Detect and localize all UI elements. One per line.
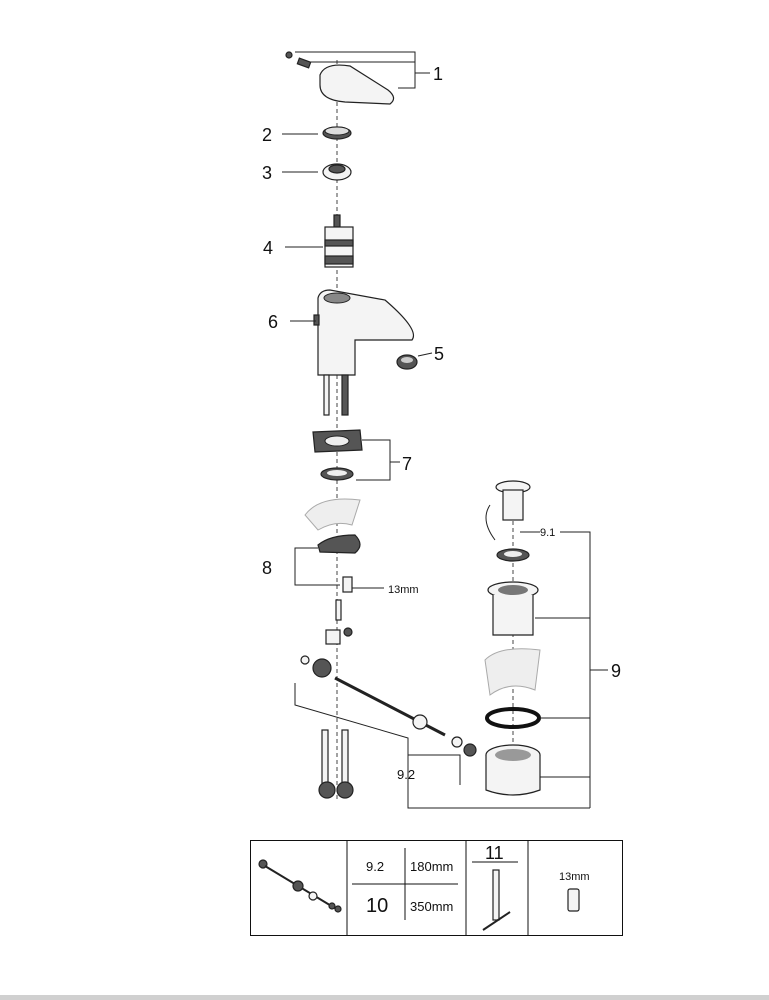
part-5-aerator[interactable]: 5	[396, 344, 444, 370]
label-7: 7	[402, 454, 412, 474]
label-9-1: 9.1	[540, 527, 555, 539]
table-row2-length: 350mm	[410, 899, 453, 914]
popup-rod-thumbnail	[258, 859, 342, 913]
label-8: 8	[262, 558, 272, 578]
socket-wrench-tool-icon	[482, 869, 511, 931]
label-9-2: 9.2	[397, 767, 415, 782]
label-2: 2	[262, 125, 272, 145]
part-6-faucet-body[interactable]: 6	[268, 289, 414, 416]
table-row1-length: 180mm	[410, 859, 453, 874]
socket-icon	[567, 888, 580, 912]
part-4-cartridge[interactable]: 4	[263, 214, 354, 268]
part-9-drain-assembly[interactable]: 9.1 9	[484, 480, 621, 808]
part-1-handle[interactable]: 1	[285, 51, 443, 105]
label-4: 4	[263, 238, 273, 258]
part-8-fixing-set[interactable]: 8 13mm	[262, 534, 419, 596]
table-row1-part: 9.2	[366, 859, 384, 874]
label-6: 6	[268, 312, 278, 332]
label-5: 5	[434, 344, 444, 364]
part-9-2-popup-rod[interactable]: 9.2	[294, 599, 590, 809]
bottom-scroll-edge	[0, 995, 769, 1000]
part-7-base-plate[interactable]: 7	[312, 429, 412, 481]
label-9: 9	[611, 661, 621, 681]
countertop-section	[304, 498, 361, 531]
table-row2-part: 10	[366, 895, 388, 917]
part-3-nut[interactable]: 3	[262, 163, 352, 183]
label-3: 3	[262, 163, 272, 183]
wrench-size-label: 13mm	[388, 584, 419, 596]
label-1: 1	[433, 64, 443, 84]
accessory-parts-table: 9.2 180mm 10 350mm 11 13mm	[250, 840, 623, 936]
table-socket-size: 13mm	[559, 871, 590, 883]
part-2-cap-ring[interactable]: 2	[262, 125, 352, 145]
table-tool-number: 11	[485, 843, 504, 863]
